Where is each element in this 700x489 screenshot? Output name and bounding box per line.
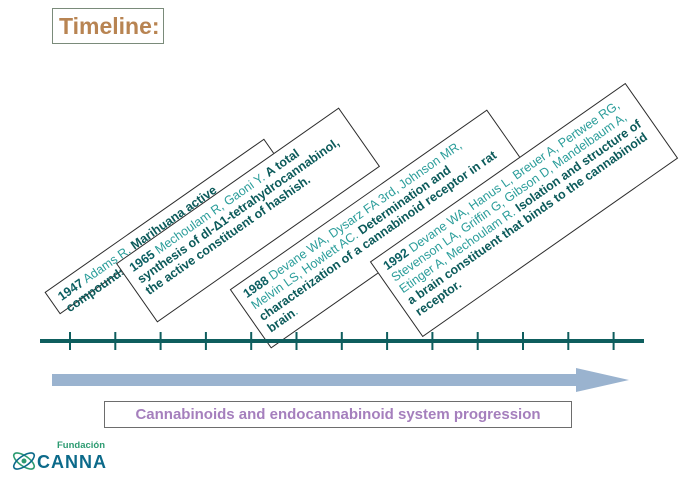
atom-logo-icon bbox=[12, 452, 36, 470]
progression-arrow bbox=[52, 368, 629, 392]
timeline-ticks bbox=[69, 332, 615, 350]
logo-text-small: Fundación bbox=[57, 440, 106, 451]
progression-caption: Cannabinoids and endocannabinoid system … bbox=[104, 401, 572, 428]
timeline-title: Timeline: bbox=[52, 8, 164, 44]
logo-text-big: CANNA bbox=[37, 452, 107, 472]
fundacion-canna-logo: Fundación CANNA bbox=[10, 440, 110, 482]
